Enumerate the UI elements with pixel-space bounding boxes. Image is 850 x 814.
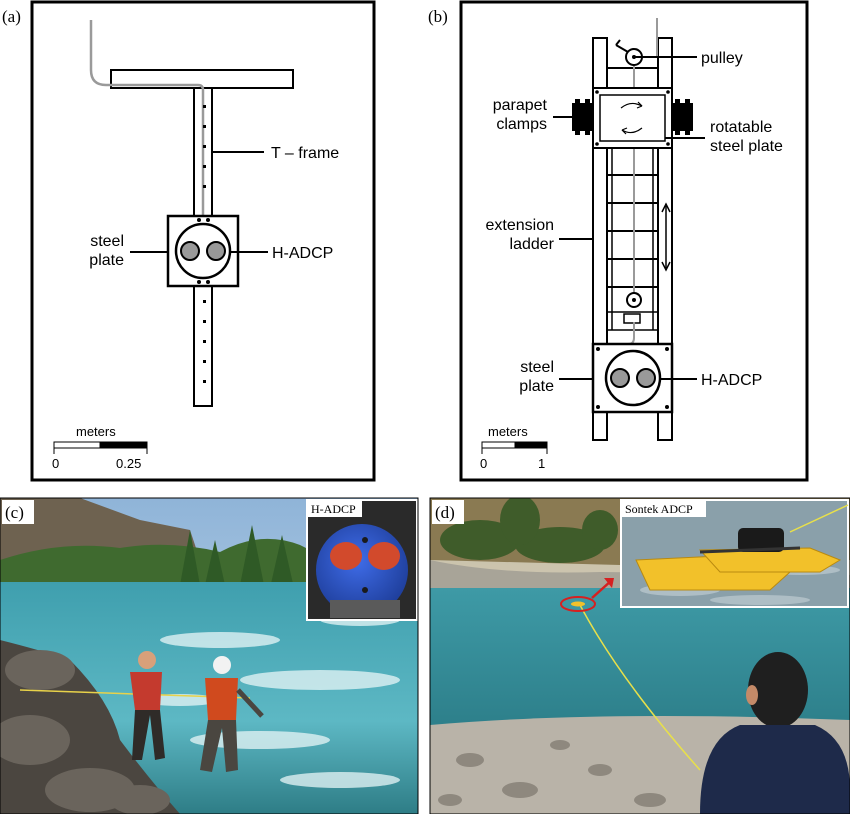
sontek-instrument (738, 528, 784, 552)
inset-c-title: H-ADCP (311, 502, 356, 516)
h-adcp-mount (330, 600, 400, 618)
person-left (130, 651, 165, 760)
scale-a-unit: meters (76, 424, 116, 439)
panel-d-id: (d) (435, 503, 455, 522)
inset-d-title-bg (622, 501, 706, 517)
boat-marker-ellipse (560, 596, 596, 612)
boat-crossbar (699, 546, 801, 554)
scale-b-white (481, 441, 516, 449)
panel-d-border (429, 497, 850, 814)
rotation-arrow-top (620, 102, 643, 109)
scale-a-max: 0.25 (116, 456, 141, 471)
label-t-frame: T – frame (271, 145, 339, 162)
ladder-rungs (607, 67, 658, 288)
shrubs-d (440, 498, 618, 563)
boulders-c (0, 650, 170, 814)
panel-c-border (0, 497, 419, 814)
rotation-arrowhead-top (636, 101, 643, 109)
observer-ear (746, 685, 758, 705)
pebbles-d (438, 740, 666, 807)
sliding-block (623, 313, 641, 324)
sontek-inset: Sontek ADCP (620, 499, 849, 608)
inset-c-title-bg (308, 501, 362, 517)
rotation-arrowhead-bottom (621, 127, 628, 135)
tagline-d (579, 604, 701, 771)
transducer-b-left (610, 368, 630, 388)
label-h-adcp-b: H-ADCP (701, 372, 762, 389)
h-adcp-bolt-top (362, 537, 368, 543)
label-h-adcp-a: H-ADCP (272, 245, 333, 262)
panel-d-id-bg (432, 500, 464, 524)
transducer-b-right (636, 368, 656, 388)
rotatable-steel-plate (599, 94, 666, 142)
plate-bolts (197, 218, 210, 284)
h-adcp-face-right (368, 542, 400, 570)
observer-d (700, 652, 850, 814)
observer-hoodie (700, 725, 850, 814)
inset-tagline (789, 504, 849, 533)
transducer-left (180, 241, 200, 261)
transducer-right (206, 241, 226, 261)
person-right (200, 656, 264, 772)
scale-a-white (53, 441, 101, 449)
plate-b-bolts (596, 347, 669, 409)
panel-d-photo: Sontek ADCP (430, 498, 850, 814)
panel-c-id: (c) (5, 503, 24, 522)
scale-b-min: 0 (480, 456, 487, 471)
rotatable-bolts (595, 90, 670, 146)
scale-a-min: 0 (52, 456, 59, 471)
pulley-bottom-axle (632, 298, 636, 302)
panel-a-id: (a) (2, 7, 21, 26)
inset-d-title: Sontek ADCP (625, 502, 693, 516)
observer-head (748, 652, 808, 728)
panel-b: (b) (428, 0, 809, 482)
post-ticks (203, 105, 206, 383)
boat-far (571, 601, 585, 607)
parapet-clamp-right (672, 99, 693, 135)
scale-b-black (514, 441, 548, 449)
panel-b-id: (b) (428, 7, 448, 26)
h-adcp-face-left (330, 542, 362, 570)
cable-line (89, 20, 205, 215)
pulley-crank (615, 44, 629, 53)
pulley-crank-handle (615, 39, 621, 46)
extension-arrowheads (661, 202, 671, 272)
scale-b-unit: meters (488, 424, 528, 439)
panel-c-photo: H-ADCP (0, 498, 418, 814)
parapet-clamp-left (572, 99, 593, 135)
trees-c (180, 525, 294, 588)
boat-marker-arrowhead (604, 578, 614, 588)
h-adcp-bolt-bottom (362, 587, 368, 593)
label-pulley: pulley (701, 50, 743, 67)
scale-b-max: 1 (538, 456, 545, 471)
scale-a-black (99, 441, 148, 449)
panel-c-id-bg (2, 500, 34, 524)
h-adcp-inset: H-ADCP (306, 499, 418, 621)
